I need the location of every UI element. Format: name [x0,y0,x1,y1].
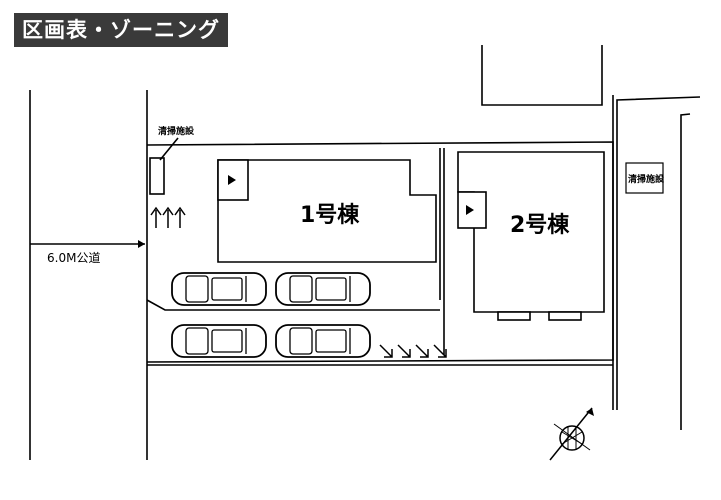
building-2-step-left [497,311,531,321]
car-icon [171,324,267,358]
entry-arrow-icon [457,191,487,229]
pedestrian-arrows [150,206,186,228]
building-1-label: 1号棟 [300,202,360,228]
north-neighbour-building [481,45,603,106]
trash-facility-left: 清掃施設 [149,125,195,195]
east-road-edge [680,113,691,430]
car-icon [171,272,267,306]
car-icon [275,272,371,306]
vehicle-arrows [379,344,447,358]
car-icon [275,324,371,358]
entry-arrow-icon [217,159,249,201]
road-width-dimension [30,240,145,248]
trash-label-right: 清掃施設 [628,173,665,185]
trash-label-left: 清掃施設 [158,125,195,137]
east-neighbour-outline [616,96,701,410]
driveway-edge [146,299,440,311]
trash-facility-right: 清掃施設 [625,162,665,194]
building-2-label: 2号棟 [510,212,570,238]
building-1 [217,159,437,263]
page-title: 区画表・ゾーニング [14,13,228,47]
road-label: 6.0M公道 [47,251,100,265]
building-2-step-right [548,311,582,321]
north-compass-icon [549,407,594,461]
